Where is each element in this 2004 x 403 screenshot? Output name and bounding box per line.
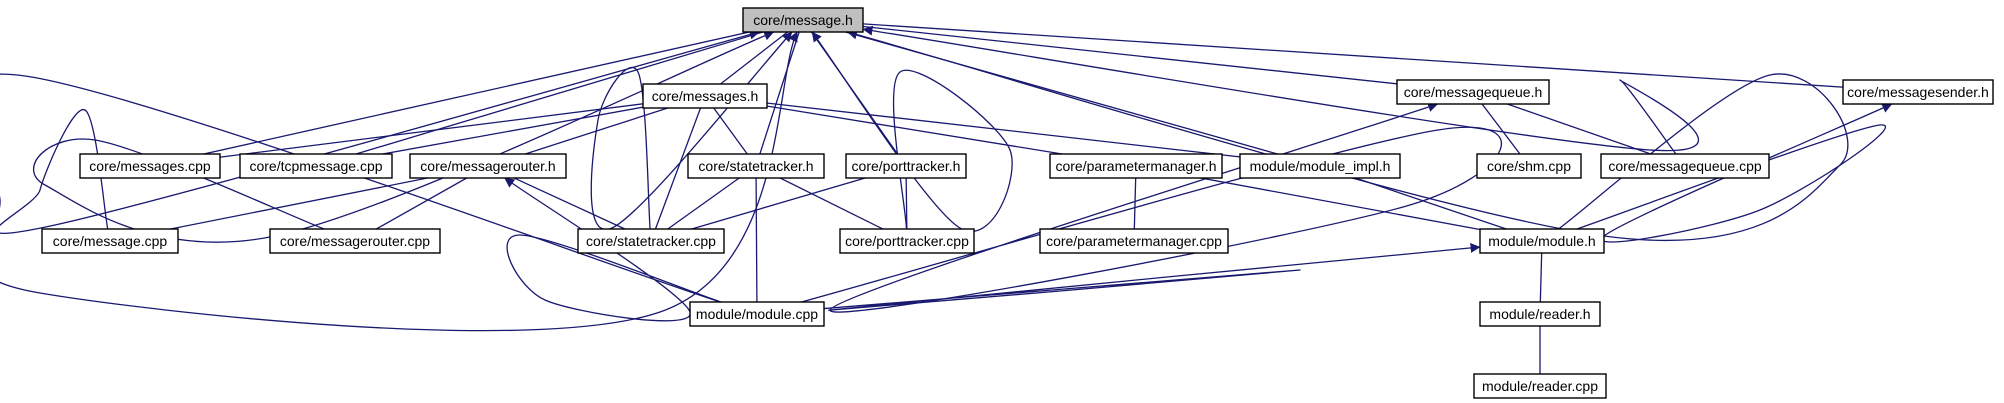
edge-messagequeue_h-includes-message_h (802, 16, 1474, 93)
node-statetracker-h[interactable]: core/statetracker.h (687, 153, 825, 179)
node-module-impl-h[interactable]: module/module_impl.h (1239, 153, 1401, 179)
node-box (1239, 153, 1401, 179)
node-label: core/messagesender.h (1847, 84, 1989, 100)
nodes-layer: core/message.h core/messages.h core/messag… (41, 7, 1994, 399)
edge-module_h-includes-messagesender_h (1576, 103, 1893, 243)
edge-line (811, 31, 1013, 232)
edge-line (1576, 103, 1893, 243)
node-box (742, 7, 864, 33)
node-box (845, 153, 967, 179)
node-messagequeue-cpp[interactable]: core/messagequeue.cpp (1600, 153, 1770, 179)
node-label: core/message.h (753, 12, 853, 28)
node-messages-cpp[interactable]: core/messages.cpp (79, 153, 221, 179)
node-label: core/statetracker.cpp (586, 233, 716, 249)
node-label: core/messagerouter.cpp (280, 233, 430, 249)
node-tcpmessage-cpp[interactable]: core/tcpmessage.cpp (239, 153, 393, 179)
node-box (577, 228, 725, 254)
edge-line (650, 95, 707, 242)
node-messagerouter-cpp[interactable]: core/messagerouter.cpp (269, 228, 441, 254)
edge-module_cpp-includes-messagequeue_h (801, 102, 1502, 313)
edge-messagesender_h-includes-message_h (802, 15, 1919, 93)
node-label: core/porttracker.cpp (845, 233, 969, 249)
node-parametermanager-cpp[interactable]: core/parametermanager.cpp (1039, 228, 1229, 254)
node-label: core/statetracker.h (698, 158, 813, 174)
edge-module_h-includes-message_h (847, 29, 1849, 242)
node-box (1479, 228, 1605, 254)
node-label: core/messagerouter.h (420, 158, 555, 174)
edge-line (823, 242, 1481, 311)
node-message-h: core/message.h (742, 7, 864, 33)
node-box (1396, 79, 1550, 105)
edge-line (802, 15, 1919, 93)
edge-module_cpp-includes-statetracker_h (751, 165, 762, 315)
node-box (269, 228, 441, 254)
node-box (409, 153, 567, 179)
node-label: core/parametermanager.h (1055, 158, 1216, 174)
edge-line (802, 16, 1474, 93)
node-box (839, 228, 975, 254)
node-reader-cpp[interactable]: module/reader.cpp (1473, 373, 1607, 399)
node-box (642, 83, 768, 109)
node-porttracker-cpp[interactable]: core/porttracker.cpp (839, 228, 975, 254)
edges-layer (0, 15, 1919, 386)
node-box (1600, 153, 1770, 179)
node-box (1476, 153, 1582, 179)
node-box (1049, 153, 1223, 179)
node-parametermanager-h[interactable]: core/parametermanager.h (1049, 153, 1223, 179)
node-reader-h[interactable]: module/reader.h (1479, 301, 1601, 327)
node-messages-h[interactable]: core/messages.h (642, 83, 768, 109)
node-box (689, 301, 825, 327)
node-box (1473, 373, 1607, 399)
node-label: core/messages.cpp (89, 158, 211, 174)
edge-tcpmessage_cpp-includes-message_h (315, 17, 804, 167)
edge-porttracker_cpp-includes-message_h (811, 31, 1013, 232)
edge-statetracker_h-includes-message_h (755, 19, 805, 167)
node-box (239, 153, 393, 179)
edge-messagequeue_cpp-includes-message_h (862, 25, 1700, 155)
node-label: module/module.h (1488, 233, 1595, 249)
node-label: core/shm.cpp (1487, 158, 1571, 174)
node-label: core/message.cpp (53, 233, 168, 249)
edge-line (862, 25, 1700, 155)
node-label: core/porttracker.h (852, 158, 961, 174)
node-module-h[interactable]: module/module.h (1479, 228, 1605, 254)
node-messagerouter-h[interactable]: core/messagerouter.h (409, 153, 567, 179)
node-label: module/module.cpp (696, 306, 818, 322)
node-box (41, 228, 179, 254)
node-shm-cpp[interactable]: core/shm.cpp (1476, 153, 1582, 179)
node-box (687, 153, 825, 179)
edge-line (0, 29, 760, 234)
node-label: core/tcpmessage.cpp (249, 158, 382, 174)
node-label: module/reader.h (1489, 306, 1590, 322)
edge-line (0, 31, 798, 332)
node-label: module/module_impl.h (1250, 158, 1391, 174)
node-porttracker-h[interactable]: core/porttracker.h (845, 153, 967, 179)
edge-line (315, 17, 804, 167)
edge-module_cpp-includes-message_h (0, 31, 798, 332)
node-label: core/parametermanager.cpp (1046, 233, 1222, 249)
node-messagequeue-h[interactable]: core/messagequeue.h (1396, 79, 1550, 105)
node-label: core/messagequeue.h (1404, 84, 1543, 100)
edge-statetracker_cpp-includes-messages_h (650, 95, 707, 242)
node-box (79, 153, 221, 179)
node-messagesender-h[interactable]: core/messagesender.h (1842, 79, 1994, 105)
edge-line (847, 29, 1849, 242)
node-module-cpp[interactable]: module/module.cpp (689, 301, 825, 327)
node-message-cpp[interactable]: core/message.cpp (41, 228, 179, 254)
edge-line (801, 102, 1502, 313)
node-box (1479, 301, 1601, 327)
node-box (1842, 79, 1994, 105)
edge-message_cpp-includes-message_h (0, 29, 760, 234)
node-statetracker-cpp[interactable]: core/statetracker.cpp (577, 228, 725, 254)
edge-module_cpp-includes-module_h (823, 242, 1481, 311)
edge-line (751, 165, 762, 315)
node-label: core/messagequeue.cpp (1608, 158, 1762, 174)
node-label: core/messages.h (652, 88, 759, 104)
node-box (1039, 228, 1229, 254)
edge-line (755, 19, 805, 167)
node-label: module/reader.cpp (1482, 378, 1598, 394)
